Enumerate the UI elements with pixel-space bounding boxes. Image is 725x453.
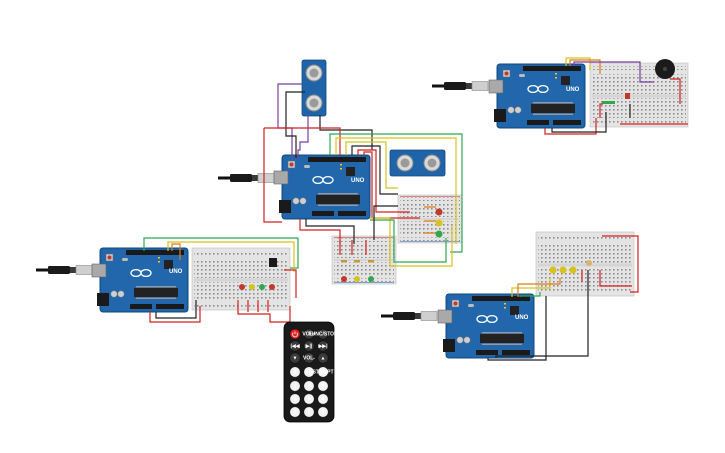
ultrasonic-sensor-top[interactable]	[301, 59, 327, 117]
board-label: UNO	[351, 178, 365, 184]
remote-key-label: VOL+	[302, 332, 315, 338]
traffic-leds[interactable]	[341, 208, 443, 283]
circuit-ir-remote[interactable]: UNO	[35, 237, 299, 323]
remote-key-button[interactable]	[289, 340, 301, 352]
resistor[interactable]	[602, 101, 615, 104]
remote-key-label: 2	[308, 384, 311, 390]
remote-key-button[interactable]	[303, 340, 315, 352]
remote-key-button[interactable]	[317, 393, 329, 405]
remote-key-label: ▶▶|	[317, 344, 328, 350]
remote-key-label: ▲	[321, 356, 326, 362]
wires	[544, 57, 688, 135]
remote-key-label: ▼	[293, 356, 298, 362]
remote-key-label: |◀◀	[290, 344, 299, 350]
wires	[263, 83, 463, 267]
remote-key-label: 1	[294, 384, 297, 390]
wires	[487, 235, 639, 361]
remote-key-button[interactable]	[317, 406, 329, 418]
circuit-ldr[interactable]: UNO	[380, 231, 639, 361]
remote-key-label: EQ	[305, 370, 312, 376]
remote-key-button[interactable]	[303, 406, 315, 418]
remote-key-button[interactable]	[317, 366, 329, 378]
arduino-uno-board[interactable]	[488, 63, 586, 129]
remote-key-button[interactable]	[289, 380, 301, 392]
remote-key-label: 8	[308, 410, 311, 416]
arduino-uno-board[interactable]	[273, 154, 371, 220]
ir-receiver[interactable]	[269, 258, 277, 267]
remote-key-label: 6	[322, 397, 325, 403]
remote-key-button[interactable]	[317, 352, 329, 364]
arduino-uno-board[interactable]	[437, 293, 535, 359]
remote-key-label: ST/REPT	[312, 370, 333, 376]
board-label: UNO	[169, 269, 183, 275]
remote-key-label: ▶||	[305, 344, 313, 350]
breadboard[interactable]	[191, 247, 291, 311]
remote-key-label: 4	[294, 397, 297, 403]
usb-cable	[431, 81, 489, 91]
remote-key-button[interactable]	[303, 393, 315, 405]
remote-key-label: FUNC/STOP	[309, 332, 338, 338]
remote-key-button[interactable]	[303, 328, 315, 340]
remote-key-button[interactable]	[303, 352, 315, 364]
usb-cable	[217, 173, 275, 183]
ultrasonic-sensor-right[interactable]	[389, 149, 446, 177]
circuit-buzzer[interactable]: UNO	[431, 57, 689, 135]
remote-key-label: 9	[322, 410, 325, 416]
wires	[143, 237, 299, 323]
usb-cable	[380, 311, 438, 321]
arduino-uno-board[interactable]	[91, 247, 189, 313]
power-icon	[292, 331, 298, 338]
remote-key-button[interactable]	[317, 380, 329, 392]
remote-key-label: 3	[322, 384, 325, 390]
breadboard[interactable]	[535, 231, 635, 297]
remote-key-button[interactable]	[289, 352, 301, 364]
remote-key-label: VOL-	[303, 356, 315, 362]
remote-key-button[interactable]	[303, 380, 315, 392]
board-label: UNO	[566, 87, 580, 93]
remote-key-button[interactable]	[303, 366, 315, 378]
remote-key-label: 7	[294, 410, 297, 416]
remote-key-button[interactable]	[289, 393, 301, 405]
led-red[interactable]	[625, 93, 630, 99]
remote-key-label: 5	[308, 397, 311, 403]
leds[interactable]	[549, 260, 593, 274]
remote-key-button[interactable]	[289, 406, 301, 418]
usb-cable	[35, 265, 93, 275]
circuit-ultrasonic[interactable]: UNO	[217, 59, 463, 285]
remote-key-label: 0	[294, 370, 297, 376]
remote-key-button[interactable]	[289, 366, 301, 378]
buzzer-hole	[663, 67, 667, 71]
remote-key-button[interactable]	[317, 328, 329, 340]
remote-key-button[interactable]	[317, 340, 329, 352]
leds[interactable]	[239, 284, 275, 290]
board-label: UNO	[515, 315, 529, 321]
